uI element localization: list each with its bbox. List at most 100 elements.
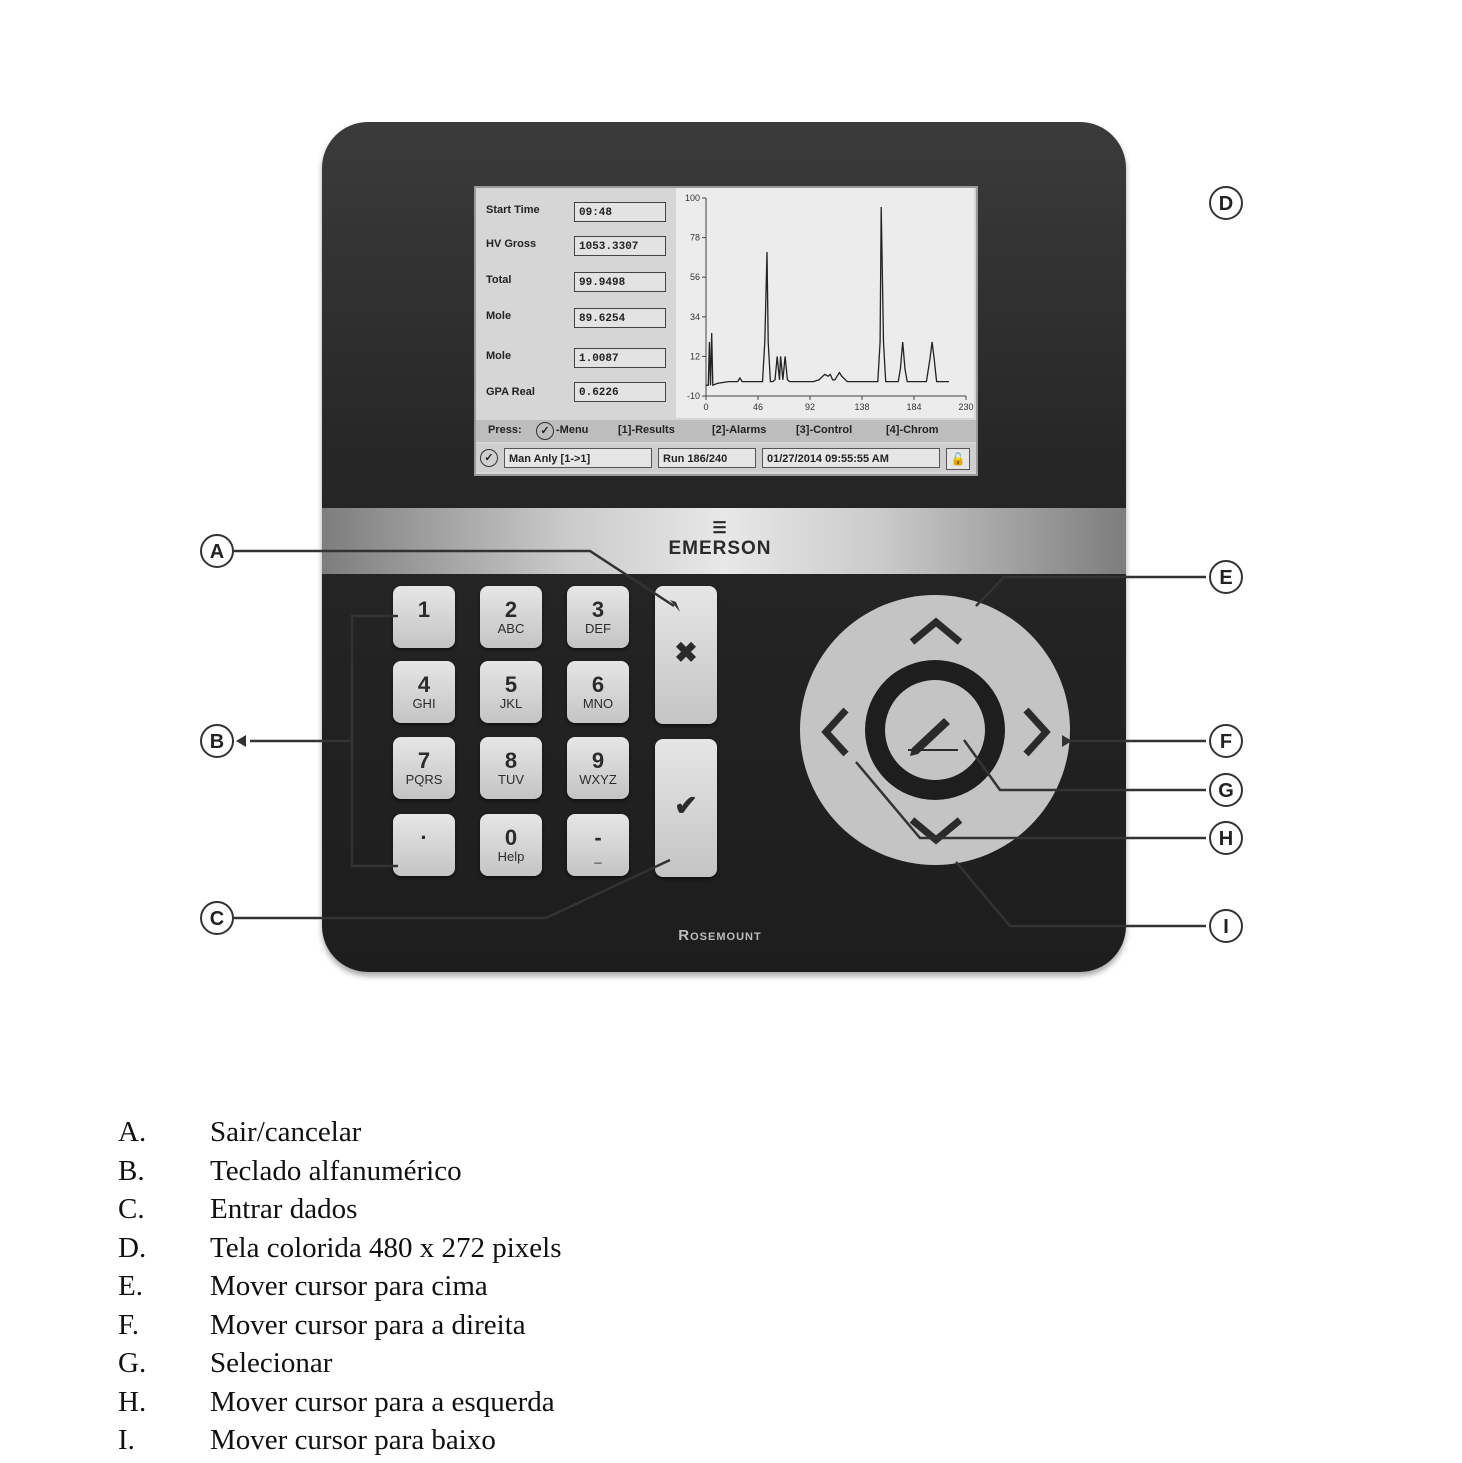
legend-letter: B. bbox=[118, 1154, 145, 1187]
legend-text: Entrar dados bbox=[210, 1193, 358, 1225]
legend-text: Selecionar bbox=[210, 1347, 333, 1379]
y-tick-label: 34 bbox=[690, 312, 700, 322]
line-e bbox=[975, 575, 1206, 607]
field-label: Start Time bbox=[486, 204, 540, 216]
cancel-button[interactable]: ✖ bbox=[655, 586, 717, 724]
legend-text: Mover cursor para a direita bbox=[210, 1308, 526, 1341]
legend-text: Mover cursor para cima bbox=[210, 1270, 488, 1302]
x-tick-label: 0 bbox=[703, 402, 708, 412]
key-letters: WXYZ bbox=[579, 772, 617, 787]
x-tick-label: 92 bbox=[805, 402, 815, 412]
callout-h: H bbox=[1209, 821, 1243, 855]
key-number: 7 bbox=[417, 748, 431, 773]
status-bar: ✓ Man Anly [1->1] Run 186/240 01/27/2014… bbox=[476, 444, 976, 472]
arrow-up-icon[interactable] bbox=[909, 617, 963, 645]
legend-text: Mover cursor para baixo bbox=[210, 1424, 496, 1456]
brand-band bbox=[322, 508, 1126, 574]
key-letters: GHI bbox=[412, 696, 436, 711]
legend-row-d: D.Tela colorida 480 x 272 pixels bbox=[118, 1232, 562, 1271]
field-value: 1053.3307 bbox=[574, 236, 666, 256]
callout-arrowheads bbox=[236, 600, 1072, 747]
press-alarms: [2]-Alarms bbox=[712, 424, 767, 436]
legend-text: Sair/cancelar bbox=[210, 1116, 362, 1148]
legend-row-f: F. Mover cursor para a direita bbox=[118, 1309, 562, 1348]
legend-letter: I. bbox=[118, 1424, 135, 1456]
press-prefix: Press: bbox=[488, 424, 522, 436]
press-results: [1]-Results bbox=[618, 424, 675, 436]
line-c bbox=[234, 858, 671, 920]
key-letters: DEF bbox=[585, 621, 611, 636]
key-dot[interactable]: · bbox=[393, 814, 455, 876]
arrow-right-icon[interactable] bbox=[1023, 707, 1051, 757]
key-number: 1 bbox=[417, 597, 431, 622]
press-bar: Press: ✓ -Menu [1]-Results [2]-Alarms [3… bbox=[476, 420, 976, 442]
legend-row-b: B. Teclado alfanumérico bbox=[118, 1155, 562, 1194]
field-value: 89.6254 bbox=[574, 308, 666, 328]
key-dash[interactable]: -_ bbox=[567, 814, 629, 876]
key-1[interactable]: 1 bbox=[393, 586, 455, 648]
field-label: Total bbox=[486, 274, 512, 286]
enter-button[interactable]: ✔ bbox=[655, 739, 717, 877]
field-value: 99.9498 bbox=[574, 272, 666, 292]
press-control: [3]-Control bbox=[796, 424, 853, 436]
press-chrom: [4]-Chrom bbox=[886, 424, 939, 436]
field-value: 09:48 bbox=[574, 202, 666, 222]
y-tick-label: 12 bbox=[690, 351, 700, 361]
callout-b: B bbox=[200, 724, 234, 758]
pencil-icon bbox=[910, 718, 950, 756]
callout-f: F bbox=[1209, 724, 1243, 758]
field-value: 1.0087 bbox=[574, 348, 666, 368]
line-g bbox=[962, 739, 1206, 792]
press-menu: -Menu bbox=[556, 424, 589, 436]
arrow-down-icon[interactable] bbox=[909, 817, 963, 845]
series-line-0 bbox=[706, 206, 949, 387]
legend-row-e: E. Mover cursor para cima bbox=[118, 1270, 562, 1309]
x-tick-label: 46 bbox=[753, 402, 763, 412]
key-letters: ABC bbox=[497, 621, 525, 636]
callout-i: I bbox=[1209, 909, 1243, 943]
status-run: Run 186/240 bbox=[658, 448, 756, 468]
callout-c: C bbox=[200, 901, 234, 935]
legend-row-i: I. Mover cursor para baixo bbox=[118, 1424, 562, 1463]
legend-text: Teclado alfanumérico bbox=[210, 1154, 462, 1187]
check-icon: ✔ bbox=[674, 790, 698, 821]
legend-letter: E. bbox=[118, 1270, 143, 1302]
legend-row-h: H.Mover cursor para a esquerda bbox=[118, 1386, 562, 1425]
legend-letter: G. bbox=[118, 1347, 147, 1379]
arrow-left-icon[interactable] bbox=[821, 707, 849, 757]
legend-letter: A. bbox=[118, 1116, 147, 1148]
key-number: 4 bbox=[417, 672, 431, 697]
legend-row-a: A. Sair/cancelar bbox=[118, 1116, 562, 1155]
key-letters: MNO bbox=[582, 696, 614, 711]
x-icon: ✖ bbox=[674, 637, 698, 668]
x-tick-label: 230 bbox=[958, 402, 973, 412]
arrowhead-b bbox=[236, 735, 246, 747]
legend: A. Sair/cancelar B. Teclado alfanumérico C… bbox=[118, 1116, 562, 1463]
lock-icon: 🔓 bbox=[946, 448, 970, 470]
field-value: 0.6226 bbox=[574, 382, 666, 402]
field-label: GPA Real bbox=[486, 386, 535, 398]
key-number: 6 bbox=[591, 672, 605, 697]
key-number: 3 bbox=[591, 597, 605, 622]
device-screen: Start Time 09:48 HV Gross 1053.3307 Tota… bbox=[474, 186, 978, 476]
callout-e: E bbox=[1209, 560, 1243, 594]
legend-letter: C. bbox=[118, 1193, 145, 1225]
line-b-bracket bbox=[350, 614, 398, 868]
line-i bbox=[955, 861, 1206, 928]
legend-letter: F. bbox=[118, 1308, 140, 1341]
key-number: 0 bbox=[504, 825, 518, 850]
legend-row-g: G. Selecionar bbox=[118, 1347, 562, 1386]
line-h bbox=[855, 761, 1206, 840]
x-tick-label: 184 bbox=[906, 402, 921, 412]
